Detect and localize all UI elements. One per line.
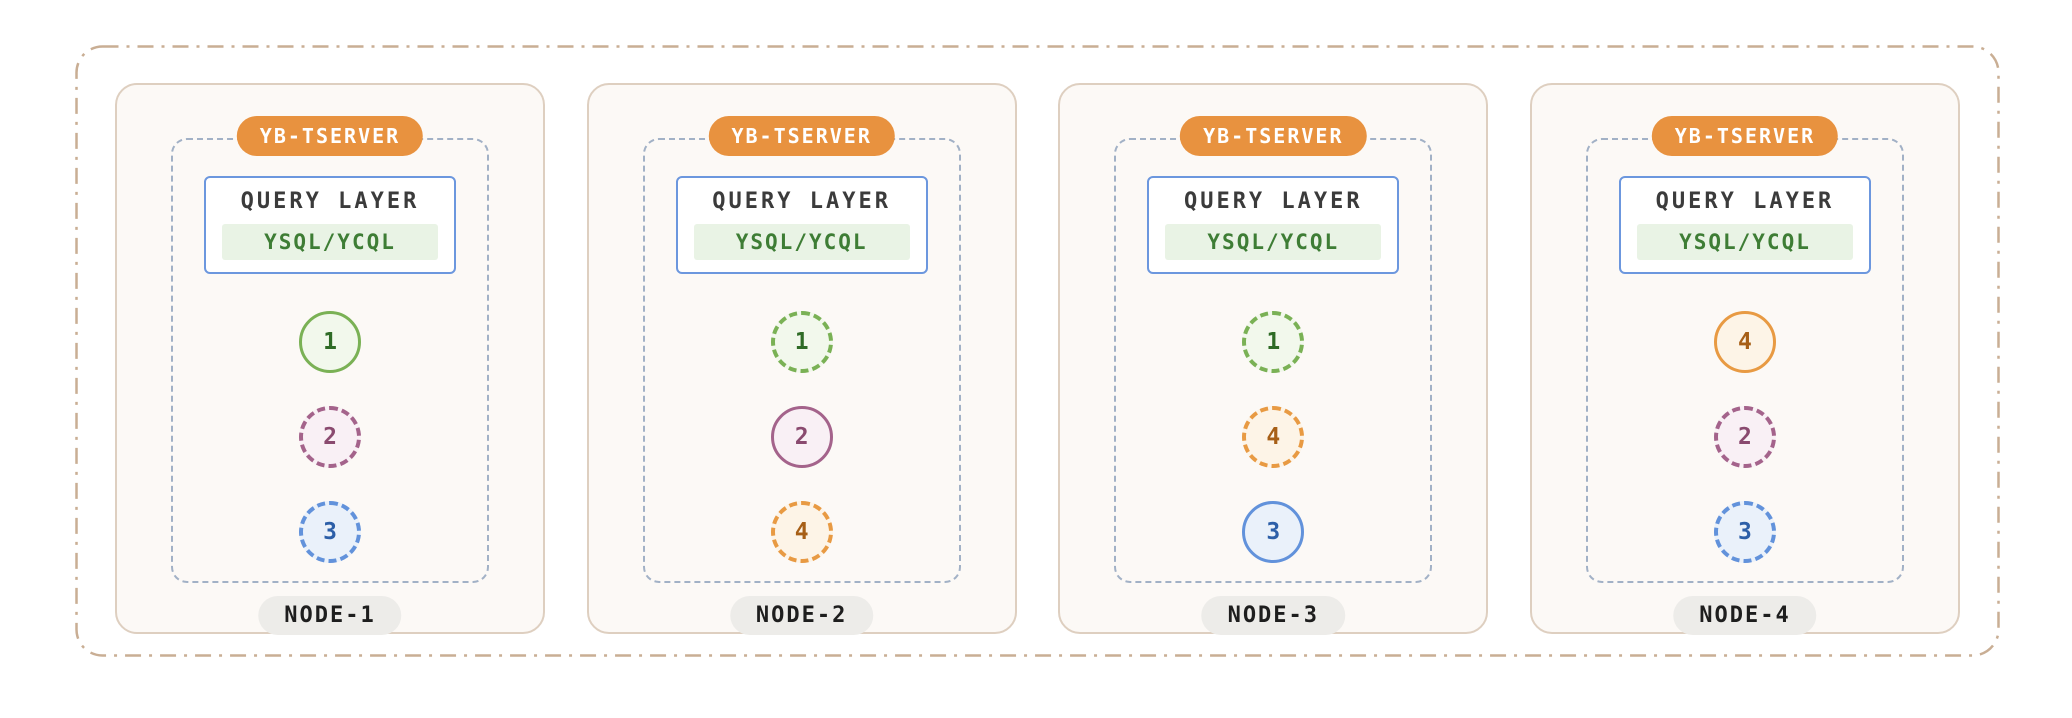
- tablet-4-leader-circle: 4: [1713, 311, 1776, 373]
- query-layer-box: QUERY LAYER YSQL/YCQL: [204, 176, 456, 274]
- tablet-4-follower-circle: 4: [1242, 406, 1305, 468]
- node-card-node-3: YB-TSERVER QUERY LAYER YSQL/YCQL 1 4 3 NOD…: [1058, 83, 1489, 635]
- tablet-number: 4: [794, 519, 809, 545]
- tablet-number: 2: [794, 424, 809, 450]
- tablet-number: 4: [1738, 329, 1752, 355]
- node-label: NODE-2: [729, 596, 874, 635]
- tserver-boundary: YB-TSERVER QUERY LAYER YSQL/YCQL 1 4 3: [1114, 116, 1433, 583]
- tserver-boundary: YB-TSERVER QUERY LAYER YSQL/YCQL 1 2 3: [171, 116, 489, 583]
- tablet-number: 3: [1266, 519, 1281, 545]
- tablet-1-follower-circle: 1: [1242, 311, 1305, 373]
- tserver-boundary: YB-TSERVER QUERY LAYER YSQL/YCQL 1 2 4: [642, 116, 961, 583]
- query-layer-label: QUERY LAYER: [1655, 189, 1835, 214]
- tablet-list: 1 4 3: [1242, 311, 1305, 563]
- tablet-2-leader-circle: 2: [770, 406, 833, 468]
- tserver-badge: YB-TSERVER: [236, 116, 424, 156]
- tablet-number: 1: [794, 329, 809, 355]
- tablet-number: 2: [323, 424, 337, 450]
- node-card-node-1: YB-TSERVER QUERY LAYER YSQL/YCQL 1 2 3 NOD…: [115, 83, 545, 635]
- node-card-node-2: YB-TSERVER QUERY LAYER YSQL/YCQL 1 2 4 NOD…: [586, 83, 1017, 635]
- api-label: YSQL/YCQL: [1636, 224, 1853, 260]
- tablet-1-follower-circle: 1: [770, 311, 833, 373]
- node-label: NODE-1: [258, 596, 402, 635]
- tablet-list: 4 2 3: [1713, 311, 1776, 563]
- tablet-3-leader-circle: 3: [1242, 501, 1305, 563]
- api-label: YSQL/YCQL: [693, 224, 910, 260]
- query-layer-box: QUERY LAYER YSQL/YCQL: [1618, 176, 1871, 274]
- tablet-1-leader-circle: 1: [299, 311, 361, 373]
- cluster-boundary: YB-TSERVER QUERY LAYER YSQL/YCQL 1 2 3 NOD…: [75, 45, 2000, 657]
- tablet-3-follower-circle: 3: [1713, 501, 1776, 563]
- nodes-row: YB-TSERVER QUERY LAYER YSQL/YCQL 1 2 3 NOD…: [75, 45, 2000, 657]
- query-layer-label: QUERY LAYER: [240, 189, 420, 214]
- tablet-number: 3: [1738, 519, 1752, 545]
- node-label: NODE-4: [1673, 596, 1817, 635]
- tablet-number: 1: [323, 329, 337, 355]
- tablet-number: 4: [1266, 424, 1281, 450]
- tserver-badge: YB-TSERVER: [1651, 116, 1839, 156]
- tablet-list: 1 2 4: [770, 311, 833, 563]
- query-layer-box: QUERY LAYER YSQL/YCQL: [675, 176, 928, 274]
- node-label: NODE-3: [1201, 596, 1346, 635]
- query-layer-label: QUERY LAYER: [1183, 189, 1363, 214]
- tserver-boundary: YB-TSERVER QUERY LAYER YSQL/YCQL 4 2 3: [1585, 116, 1904, 583]
- tablet-3-follower-circle: 3: [299, 501, 361, 563]
- tserver-badge: YB-TSERVER: [1180, 116, 1367, 156]
- tablet-4-follower-circle: 4: [770, 501, 833, 563]
- tserver-badge: YB-TSERVER: [708, 116, 895, 156]
- query-layer-label: QUERY LAYER: [712, 189, 891, 214]
- tablet-list: 1 2 3: [299, 311, 361, 563]
- node-card-node-4: YB-TSERVER QUERY LAYER YSQL/YCQL 4 2 3 NOD…: [1529, 83, 1960, 635]
- tablet-number: 2: [1738, 424, 1752, 450]
- tablet-number: 3: [323, 519, 337, 545]
- tablet-2-follower-circle: 2: [1713, 406, 1776, 468]
- tablet-number: 1: [1266, 329, 1281, 355]
- tablet-2-follower-circle: 2: [299, 406, 361, 468]
- api-label: YSQL/YCQL: [1165, 224, 1382, 260]
- api-label: YSQL/YCQL: [222, 224, 438, 260]
- query-layer-box: QUERY LAYER YSQL/YCQL: [1147, 176, 1400, 274]
